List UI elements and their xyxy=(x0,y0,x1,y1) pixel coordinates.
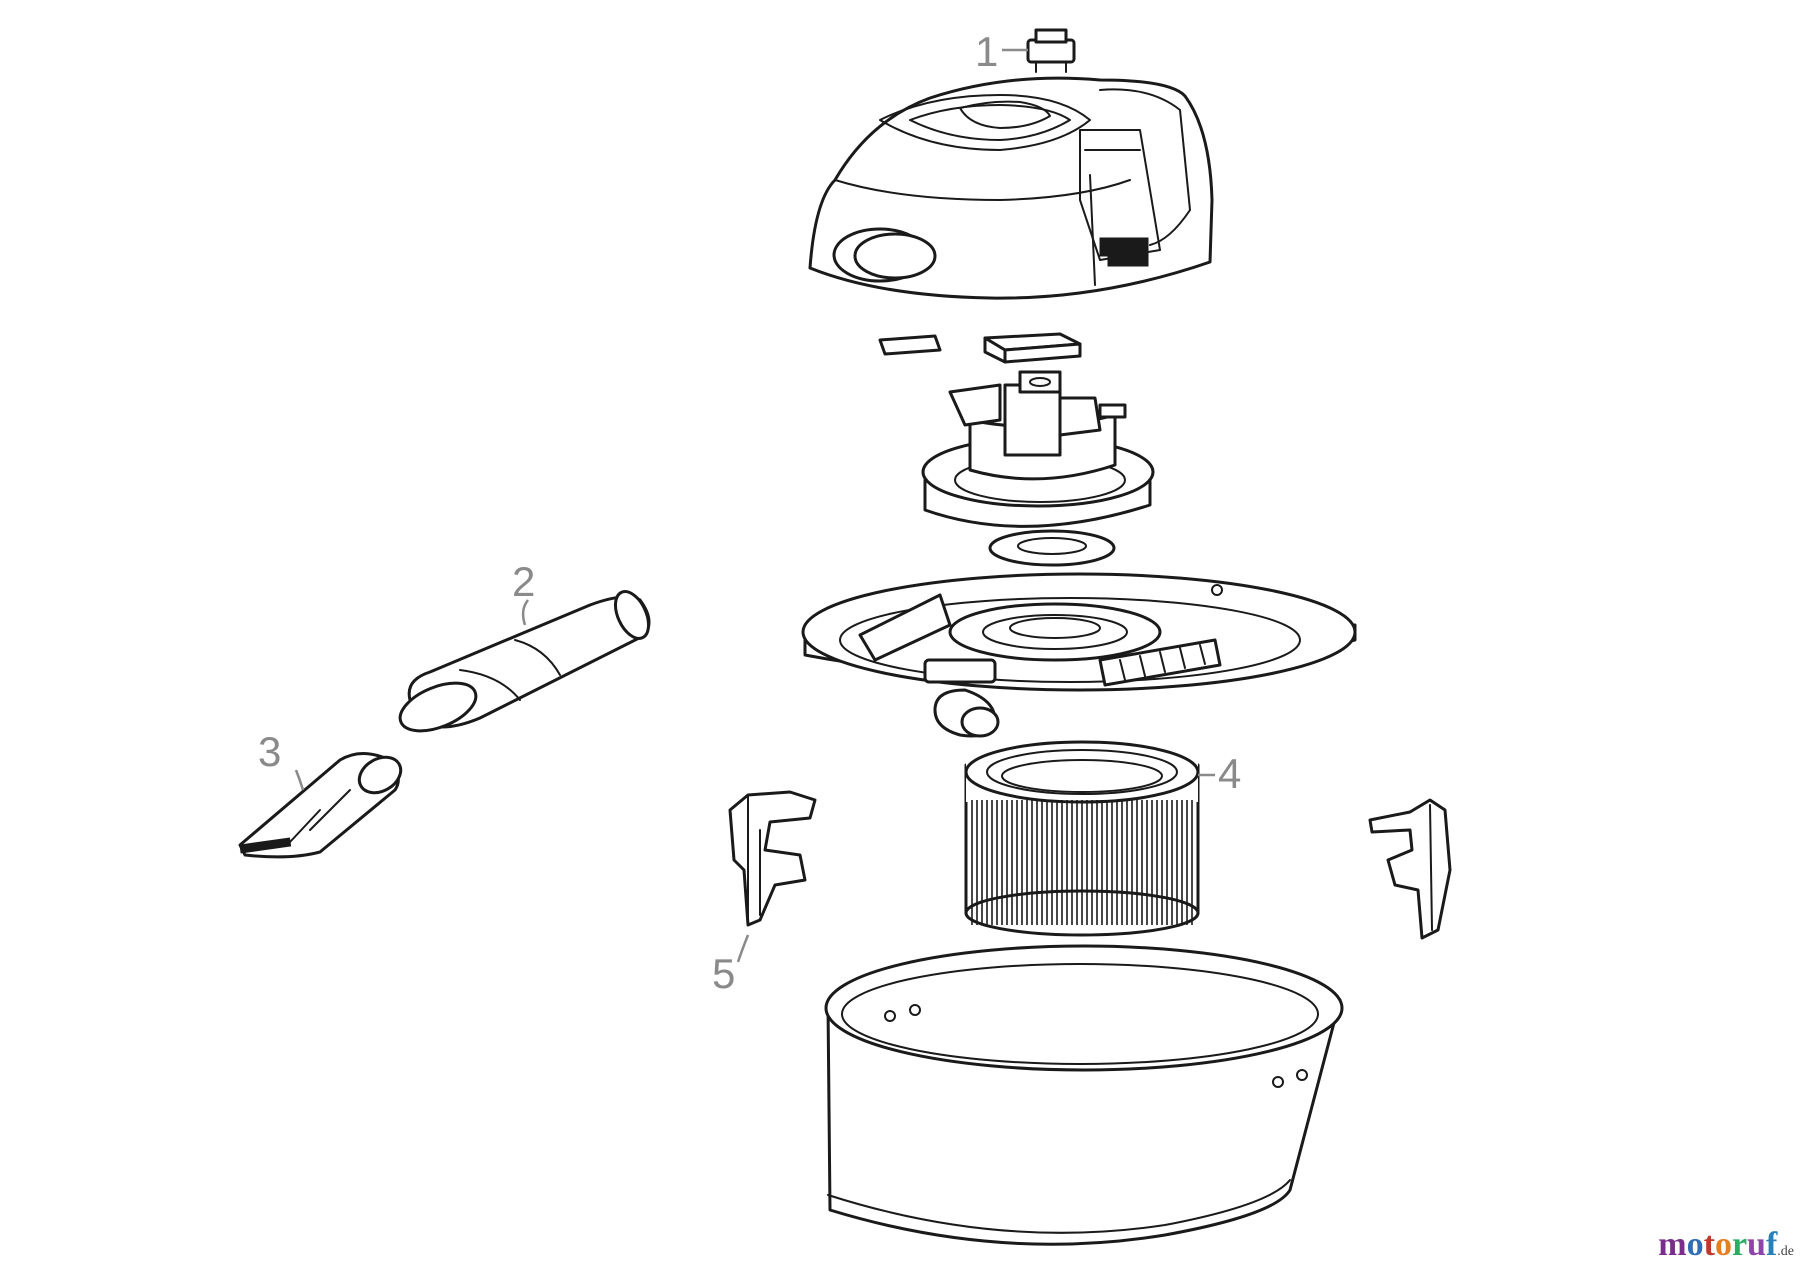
part-container-bin xyxy=(824,944,1344,1246)
callout-2: 2 xyxy=(512,558,535,605)
part-filter-cartridge xyxy=(964,740,1200,937)
watermark-suffix: .de xyxy=(1777,1244,1794,1259)
motoruf-watermark: motoruf.de xyxy=(1658,1226,1794,1264)
watermark-letter: o xyxy=(1686,1226,1704,1263)
part-top-housing xyxy=(808,76,1214,300)
watermark-letter: u xyxy=(1747,1226,1766,1263)
part-gasket-ring xyxy=(988,529,1116,567)
watermark-letter: t xyxy=(1703,1226,1715,1263)
part-base-plate xyxy=(801,572,1357,738)
watermark-letter: o xyxy=(1714,1226,1732,1263)
callout-5: 5 xyxy=(712,950,735,997)
callout-1: 1 xyxy=(975,28,998,75)
watermark-letter: m xyxy=(1658,1226,1687,1263)
part-latch-right xyxy=(1368,798,1452,940)
part-switch xyxy=(1026,28,1076,73)
watermark-letter: r xyxy=(1731,1226,1748,1263)
watermark-letter: f xyxy=(1765,1226,1778,1263)
part-motor xyxy=(921,370,1155,528)
part-extension-tube xyxy=(398,590,651,733)
part-clip-and-pad xyxy=(878,332,1082,364)
part-crevice-tool xyxy=(238,752,403,859)
part-latch-left xyxy=(728,790,817,927)
callout-leaders xyxy=(294,48,1215,963)
callout-3: 3 xyxy=(258,728,281,775)
watermark-letters: motoruf xyxy=(1658,1226,1777,1263)
filter-pleats xyxy=(971,800,1193,925)
callout-4: 4 xyxy=(1218,750,1241,797)
